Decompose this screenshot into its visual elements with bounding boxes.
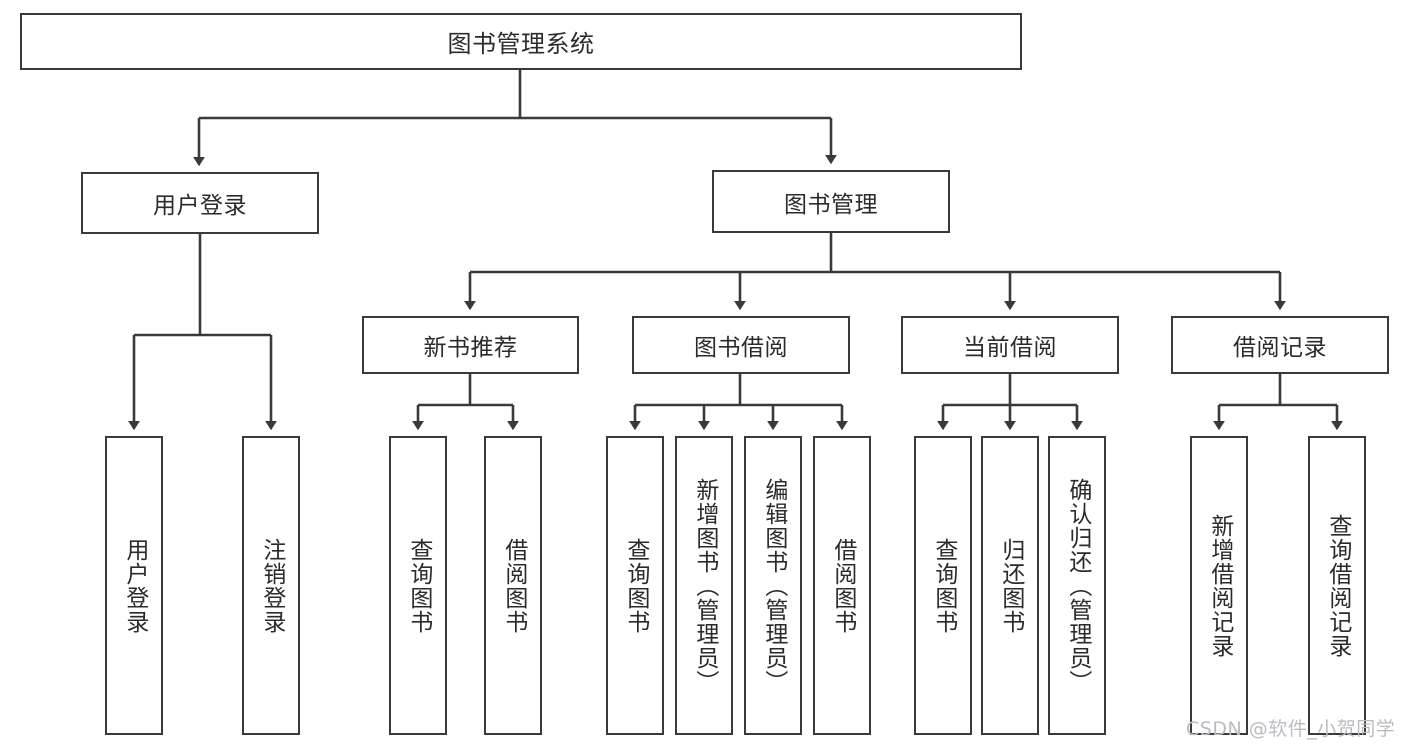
node-book-borrow-label: 图书借阅: [694, 335, 788, 361]
node-leaf-query-book-1[interactable]: 查询图书: [389, 436, 447, 735]
node-leaf-query-book-2-label: 查询图书: [622, 537, 649, 634]
node-leaf-add-book[interactable]: 新增图书（管理员）: [675, 436, 733, 735]
node-current-borrow-label: 当前借阅: [963, 335, 1057, 361]
node-leaf-borrow-book-1-label: 借阅图书: [500, 537, 527, 634]
node-leaf-return-book-label: 归还图书: [997, 537, 1024, 634]
node-user-login[interactable]: 用户登录: [81, 172, 319, 234]
node-leaf-query-book-2[interactable]: 查询图书: [606, 436, 664, 735]
node-leaf-user-login[interactable]: 用户登录: [105, 436, 163, 735]
node-root-label: 图书管理系统: [447, 30, 595, 58]
node-leaf-add-record[interactable]: 新增借阅记录: [1190, 436, 1248, 735]
node-root[interactable]: 图书管理系统: [20, 13, 1022, 70]
node-leaf-borrow-book-2-label: 借阅图书: [829, 537, 856, 634]
node-leaf-confirm-return[interactable]: 确认归还（管理员）: [1048, 436, 1106, 735]
node-leaf-query-book-1-label: 查询图书: [405, 537, 432, 634]
node-leaf-user-logout[interactable]: 注销登录: [242, 436, 300, 735]
node-user-login-label: 用户登录: [153, 193, 247, 219]
node-borrow-record-label: 借阅记录: [1233, 335, 1327, 361]
node-leaf-user-login-label: 用户登录: [121, 537, 148, 634]
node-current-borrow[interactable]: 当前借阅: [901, 316, 1119, 374]
node-leaf-add-book-label: 新增图书（管理员）: [691, 477, 718, 694]
node-leaf-confirm-return-label: 确认归还（管理员）: [1064, 477, 1091, 694]
node-leaf-user-logout-label: 注销登录: [258, 537, 285, 634]
node-leaf-query-book-3-label: 查询图书: [930, 537, 957, 634]
node-leaf-return-book[interactable]: 归还图书: [981, 436, 1039, 735]
node-leaf-borrow-book-1[interactable]: 借阅图书: [484, 436, 542, 735]
node-book-borrow[interactable]: 图书借阅: [632, 316, 850, 374]
node-book-manage-label: 图书管理: [784, 191, 878, 218]
node-leaf-edit-book-label: 编辑图书（管理员）: [760, 477, 787, 694]
node-leaf-add-record-label: 新增借阅记录: [1206, 513, 1233, 658]
node-new-book-recommend-label: 新书推荐: [423, 335, 518, 361]
node-leaf-borrow-book-2[interactable]: 借阅图书: [813, 436, 871, 735]
node-leaf-query-record-label: 查询借阅记录: [1324, 513, 1351, 658]
node-book-manage[interactable]: 图书管理: [712, 170, 950, 233]
node-new-book-recommend[interactable]: 新书推荐: [362, 316, 579, 374]
node-borrow-record[interactable]: 借阅记录: [1171, 316, 1389, 374]
node-leaf-query-book-3[interactable]: 查询图书: [914, 436, 972, 735]
node-leaf-edit-book[interactable]: 编辑图书（管理员）: [744, 436, 802, 735]
csdn-watermark: CSDN @软件_小贺同学: [1186, 718, 1396, 740]
node-leaf-query-record[interactable]: 查询借阅记录: [1308, 436, 1366, 735]
